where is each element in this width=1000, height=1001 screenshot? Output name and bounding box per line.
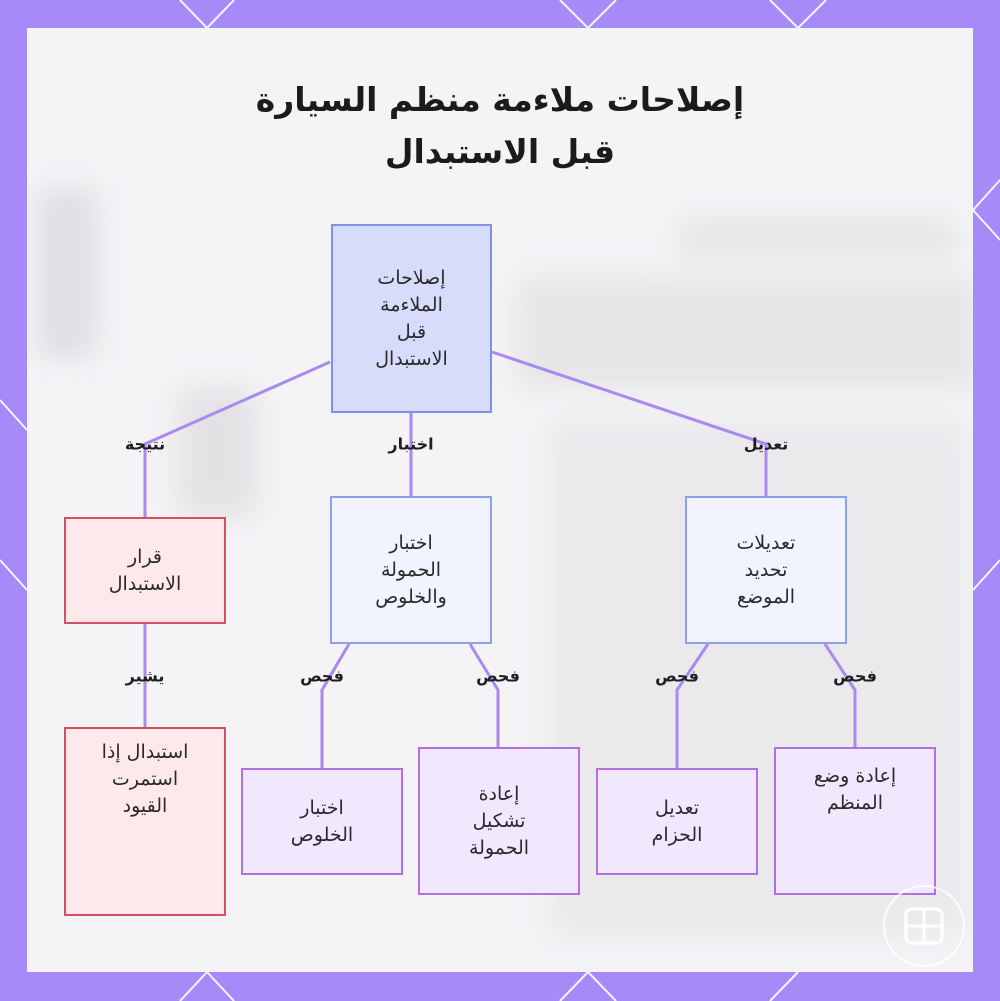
- reshape-node-line: الحمولة: [468, 836, 530, 859]
- adjust-node: تعديلات تحديد الموضع: [685, 496, 847, 644]
- reshape-node: إعادة تشكيل الحمولة: [418, 747, 580, 895]
- root-node-line: الملاءمة: [380, 293, 443, 316]
- edge-label-check: فحص: [300, 666, 344, 686]
- belt-node-line: الحزام: [651, 823, 703, 846]
- adjust-node-line: الموضع: [736, 585, 796, 608]
- diagram-title-line2: قبل الاستبدال: [384, 132, 616, 171]
- grid-logo-icon: [883, 885, 965, 967]
- edge-test-reshape: [468, 643, 500, 748]
- root-node-line: إصلاحات: [377, 266, 446, 289]
- test-node-line: الحمولة: [380, 558, 442, 581]
- reposition-node-line: إعادة وضع: [813, 765, 897, 787]
- decision-node-line: الاستبدال: [108, 572, 182, 595]
- test-node: اختبار الحمولة والخلوص: [330, 496, 492, 644]
- replace-if-node-line: استمرت: [111, 768, 179, 790]
- decision-node: قرار الاستبدال: [64, 517, 226, 624]
- reposition-node: إعادة وضع المنظم: [774, 747, 936, 895]
- clearance-test-node-line: الخلوص: [290, 823, 354, 846]
- edge-test-clearance: [320, 643, 351, 768]
- edge-label-indicates: يشير: [125, 666, 165, 686]
- replace-if-node: استبدال إذا استمرت القيود: [64, 727, 226, 916]
- root-node-line: الاستبدال: [375, 347, 448, 370]
- root-node: إصلاحات الملاءمة قبل الاستبدال: [331, 224, 492, 413]
- clearance-test-node: اختبار الخلوص: [241, 768, 403, 875]
- reshape-node-line: إعادة: [478, 782, 520, 805]
- edge-adjust-reposition: [823, 643, 857, 748]
- edge-label-check: فحص: [833, 666, 877, 686]
- adjust-node-line: تعديلات: [736, 531, 796, 554]
- edge-label-check: فحص: [655, 666, 699, 686]
- edge-root-decision: [143, 360, 331, 518]
- reposition-node-line: المنظم: [826, 792, 884, 814]
- test-node-line: اختبار: [389, 531, 433, 554]
- root-node-line: قبل: [396, 320, 427, 343]
- edge-root-adjust: [491, 350, 768, 497]
- edge-label-check: فحص: [476, 666, 520, 686]
- diagram-title-line1: إصلاحات ملاءمة منظم السيارة: [255, 80, 745, 119]
- belt-node-line: تعديل: [654, 796, 700, 819]
- replace-if-node-line: القيود: [122, 795, 168, 817]
- test-node-line: والخلوص: [375, 585, 447, 608]
- decision-node-line: قرار: [127, 545, 163, 568]
- replace-if-node-line: استبدال إذا: [101, 741, 189, 763]
- belt-node: تعديل الحزام: [596, 768, 758, 875]
- reshape-node-line: تشكيل: [472, 809, 526, 832]
- edge-label-modify: تعديل: [743, 434, 789, 454]
- clearance-test-node-line: اختبار: [300, 796, 344, 819]
- edge-adjust-belt: [675, 643, 710, 768]
- adjust-node-line: تحديد: [744, 558, 788, 581]
- edge-label-test: اختبار: [388, 434, 434, 454]
- edge-label-result: نتيجة: [124, 434, 166, 454]
